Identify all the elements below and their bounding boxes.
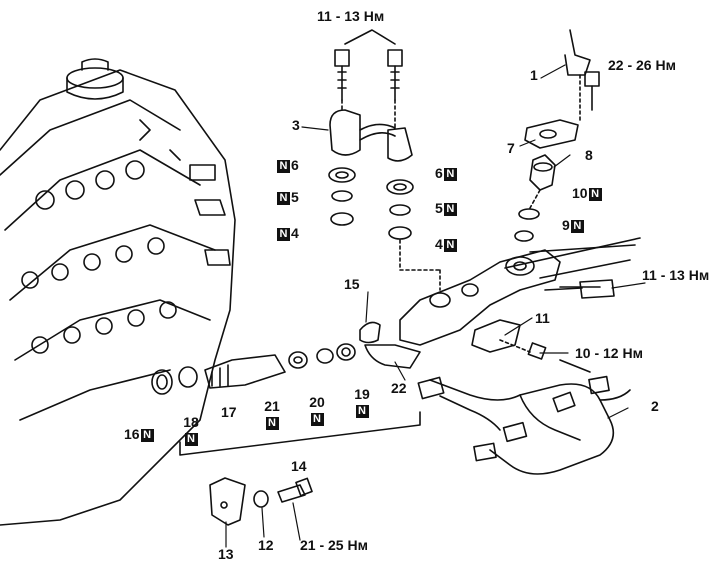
- torque-label-rail-bolt: 11 - 13 Нм: [642, 267, 710, 283]
- pressure-sensor: [514, 29, 600, 242]
- replace-badge: N: [140, 428, 154, 442]
- replace-badge: N: [277, 191, 290, 205]
- replace-badge: N: [570, 219, 584, 233]
- part-number-7: 7: [507, 140, 515, 156]
- part-number-8: 8: [585, 147, 593, 163]
- replace-badge: N: [588, 187, 602, 201]
- leader-lines: [225, 64, 646, 548]
- part-number-15: 15: [344, 276, 360, 292]
- part-number-22: 22: [391, 380, 407, 396]
- torque-label-sensor: 22 - 26 Нм: [608, 57, 676, 73]
- replace-badge: N: [443, 238, 457, 252]
- torque-label-bottom: 21 - 25 Нм: [300, 537, 368, 553]
- fuel-rail: [359, 237, 641, 369]
- seal-rings: [328, 167, 441, 291]
- fuel-supply-pipe: [329, 29, 413, 162]
- injector-clamp-bracket: [209, 477, 313, 526]
- part-number-11: 11: [535, 310, 550, 326]
- part-number-2: 2: [651, 398, 659, 414]
- replace-badge: N: [277, 227, 290, 241]
- replace-badge: N: [277, 159, 290, 173]
- replace-badge: N: [443, 202, 457, 216]
- part-number-13: 13: [218, 546, 234, 562]
- torque-label-top: 11 - 13 Нм: [317, 8, 385, 24]
- wiring-harness: [417, 359, 631, 475]
- part-number-12: 12: [258, 537, 274, 553]
- replace-badge: N: [443, 167, 457, 181]
- part-number-1: 1: [530, 67, 538, 83]
- engine-block: [0, 58, 236, 526]
- replace-badge: N: [184, 432, 198, 446]
- replace-badge: N: [355, 404, 369, 418]
- torque-label-bracket: 10 - 12 Нм: [575, 345, 643, 361]
- injector-assembly: [151, 343, 421, 456]
- replace-badge: N: [265, 416, 279, 430]
- part-number-17: 17: [221, 404, 237, 420]
- part-number-3: 3: [292, 117, 300, 133]
- part-number-14: 14: [291, 458, 307, 474]
- replace-badge: N: [310, 412, 324, 426]
